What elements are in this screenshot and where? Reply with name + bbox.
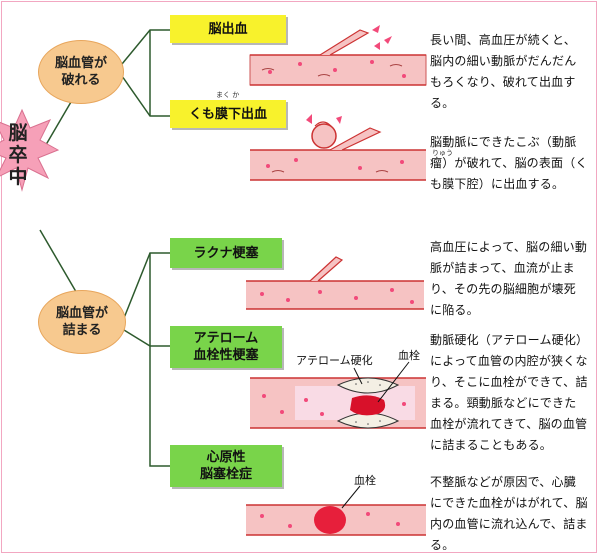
vessel-atherothrombotic-infarction [250, 377, 426, 429]
category-blockage: 脳血管が 詰まる [38, 290, 126, 354]
vessel-lacunar-infarction [246, 256, 424, 310]
description-lacunar-infarction: 高血圧によって、脳の細い動脈が詰まって、血流が止まり、その先の脳細胞が壊死に陥る… [430, 240, 588, 317]
stroke-starburst [0, 108, 60, 192]
ruby-maku-ka: まく か [216, 91, 240, 99]
thrombus-label: 血栓 [398, 349, 420, 362]
description-cerebral-hemorrhage: 長い間、高血圧が続くと、脳内の細い動脈がだんだんもろくなり、破れて出血する。 [430, 33, 577, 110]
type-box-atherothrombotic-infarction: アテローム 血栓性梗塞 [170, 326, 282, 368]
ruby-ryuu: りゅう [432, 149, 453, 157]
type-box-lacunar-infarction: ラクナ梗塞 [170, 238, 282, 268]
atheroma-label: アテローム硬化 [296, 354, 373, 367]
type-box-subarachnoid-hemorrhage: くも膜下出血 [170, 100, 286, 128]
type-box-cerebral-hemorrhage: 脳出血 [170, 15, 286, 43]
description-cardioembolic-stroke: 不整脈などが原因で、心臓にできた血栓がはがれて、脳内の血管に流れ込んで、詰まる。 [430, 475, 588, 552]
stroke-title: 脳卒中 [8, 122, 28, 188]
description-atherothrombotic-infarction: 動脈硬化（アテローム硬化）によって血管の内腔が狭くなり、そこに血栓ができて、詰ま… [430, 333, 588, 452]
thrombus-label-embolic: 血栓 [354, 474, 376, 487]
description-subarachnoid-hemorrhage: 脳動脈にできたこぶ（動脈瘤）が破れて、脳の表面（くも膜下腔）に出血する。 [430, 135, 588, 191]
vessel-cerebral-hemorrhage [249, 25, 427, 86]
vessel-cardioembolic [246, 504, 426, 536]
vessel-subarachnoid-hemorrhage [250, 114, 426, 181]
category-rupture: 脳血管が 破れる [38, 40, 124, 104]
type-box-cardioembolic-stroke: 心原性 脳塞栓症 [170, 445, 282, 487]
